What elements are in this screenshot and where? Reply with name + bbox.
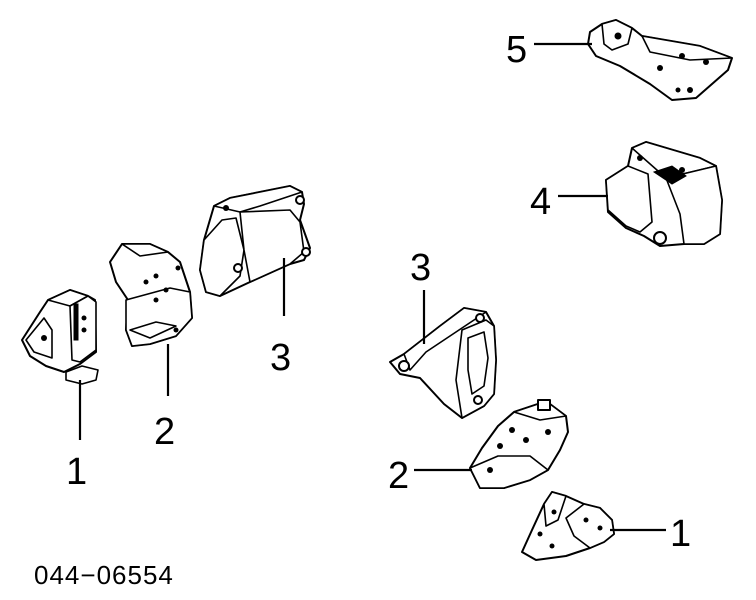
left-mount-part-1 bbox=[21, 289, 99, 385]
right-callout-5: 5 bbox=[506, 29, 527, 71]
left-callout-2: 2 bbox=[154, 411, 175, 453]
left-mount-part-3 bbox=[199, 185, 311, 297]
right-callout-2: 2 bbox=[388, 455, 409, 497]
right-callout-1: 1 bbox=[670, 513, 691, 555]
right-mount-part-2 bbox=[469, 399, 569, 489]
diagram-part-number: 044−06554 bbox=[34, 560, 174, 590]
right-callout-4: 4 bbox=[530, 181, 551, 223]
right-mount-part-1 bbox=[521, 491, 615, 561]
right-mount-part-3 bbox=[389, 307, 497, 419]
right-mount-part-4 bbox=[605, 141, 723, 247]
right-mount-part-5 bbox=[587, 19, 733, 101]
left-mount-part-2 bbox=[109, 243, 193, 347]
right-callout-3: 3 bbox=[410, 247, 431, 289]
left-callout-3: 3 bbox=[270, 337, 291, 379]
left-callout-1: 1 bbox=[66, 451, 87, 493]
